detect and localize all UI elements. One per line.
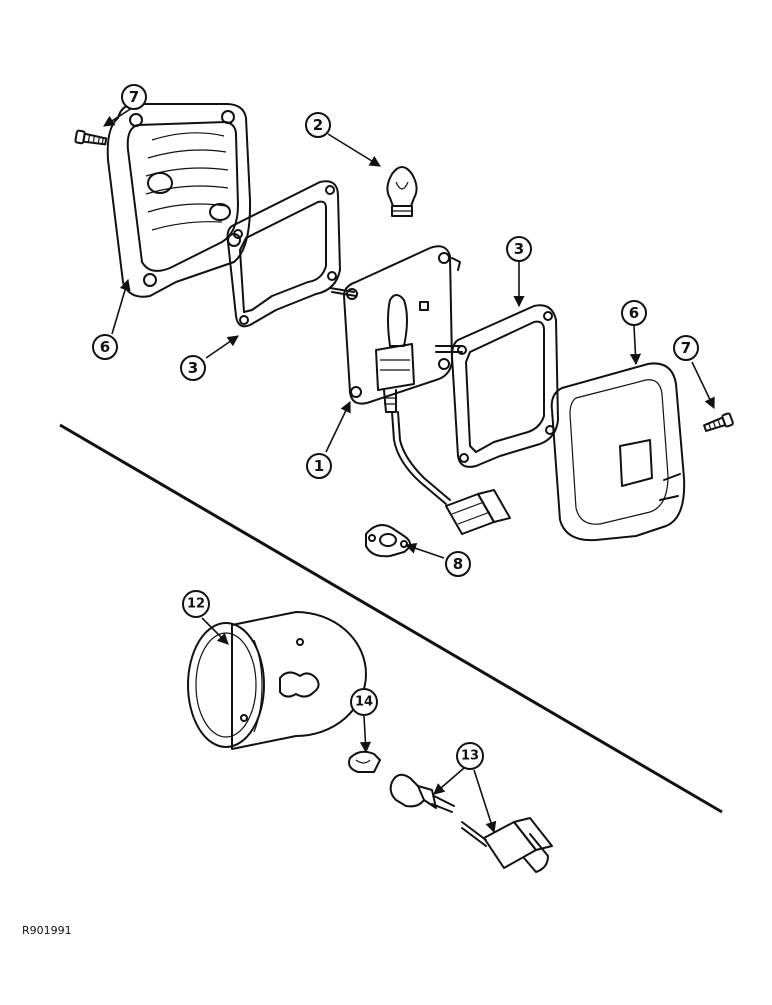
callout-13-label: 13 bbox=[461, 749, 479, 764]
callout-6a-label: 6 bbox=[100, 338, 110, 356]
callout-8: 8 bbox=[445, 551, 471, 577]
part-screw-right bbox=[703, 412, 734, 432]
part-socket-lead bbox=[389, 773, 553, 873]
part-rear-housing bbox=[106, 102, 252, 298]
callout-12: 12 bbox=[182, 590, 210, 618]
callout-6a: 6 bbox=[92, 334, 118, 360]
leader-7b bbox=[691, 361, 715, 410]
callout-7a-label: 7 bbox=[129, 88, 139, 106]
leader-1 bbox=[325, 400, 351, 453]
callout-6b-label: 6 bbox=[629, 304, 639, 322]
separator-line bbox=[59, 423, 723, 814]
callout-6b: 6 bbox=[621, 300, 647, 326]
part-grommet bbox=[365, 524, 411, 558]
callout-8-label: 8 bbox=[453, 555, 463, 573]
part-screw-left bbox=[74, 129, 108, 146]
leader-12 bbox=[201, 617, 229, 645]
callout-2-label: 2 bbox=[313, 116, 323, 134]
callout-2: 2 bbox=[305, 112, 331, 138]
callout-3b-label: 3 bbox=[514, 240, 524, 258]
part-front-lens bbox=[550, 362, 686, 542]
figure-id: R901991 bbox=[22, 924, 72, 937]
callout-13: 13 bbox=[456, 742, 484, 770]
part-connector bbox=[445, 489, 511, 535]
leader-2 bbox=[327, 133, 381, 167]
callout-3a-label: 3 bbox=[188, 359, 198, 377]
part-socket-plate bbox=[329, 245, 463, 505]
callout-1-label: 1 bbox=[314, 457, 324, 475]
callout-3a: 3 bbox=[180, 355, 206, 381]
leader-13a bbox=[433, 767, 465, 795]
callout-3b: 3 bbox=[506, 236, 532, 262]
part-wedge-bulb bbox=[348, 750, 381, 773]
leader-8 bbox=[404, 542, 445, 559]
callout-14: 14 bbox=[350, 688, 378, 716]
callout-1: 1 bbox=[306, 453, 332, 479]
callout-14-label: 14 bbox=[355, 695, 373, 710]
leader-3a bbox=[205, 335, 239, 359]
callout-7b: 7 bbox=[673, 335, 699, 361]
callout-7b-label: 7 bbox=[681, 339, 691, 357]
callout-12-label: 12 bbox=[187, 597, 205, 612]
leader-7a bbox=[103, 107, 133, 127]
callout-7a: 7 bbox=[121, 84, 147, 110]
part-bulb bbox=[386, 166, 418, 217]
leader-6a bbox=[111, 278, 131, 335]
leader-14 bbox=[359, 715, 372, 754]
leader-13b bbox=[473, 769, 497, 834]
leader-6b bbox=[629, 325, 642, 366]
part-round-lamp bbox=[187, 611, 367, 750]
leader-lines bbox=[103, 107, 715, 834]
part-gasket-left bbox=[226, 180, 341, 328]
callouts: 7 2 6 3 3 6 7 1 bbox=[92, 84, 699, 770]
part-gasket-right bbox=[451, 304, 559, 468]
